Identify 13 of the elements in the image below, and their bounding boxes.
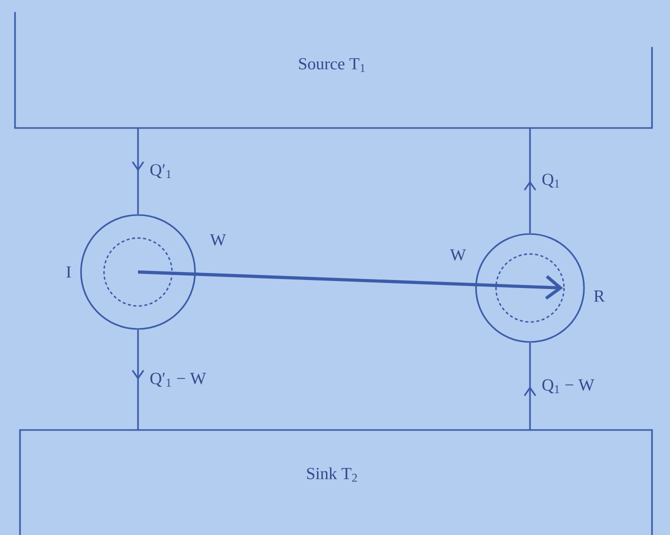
edge-label: Q′$_{1}$ − W bbox=[148, 371, 208, 388]
work-label: W bbox=[450, 249, 466, 261]
edge-label: Q$_{1}$ bbox=[540, 172, 562, 190]
machine-label: I bbox=[66, 266, 71, 278]
work-label: W bbox=[210, 234, 226, 246]
machine-circle bbox=[475, 233, 585, 343]
reservoir-box: Source T$_{1}$ bbox=[14, 12, 653, 129]
machine-label: R bbox=[594, 290, 605, 302]
machine-circle bbox=[80, 214, 196, 330]
arrow bbox=[138, 270, 563, 300]
reservoir-box: Sink T$_{2}$ bbox=[19, 429, 653, 535]
edge-label: Q′$_{1}$ bbox=[148, 162, 174, 180]
edge-label: Q$_{1}$ − W bbox=[540, 378, 596, 395]
